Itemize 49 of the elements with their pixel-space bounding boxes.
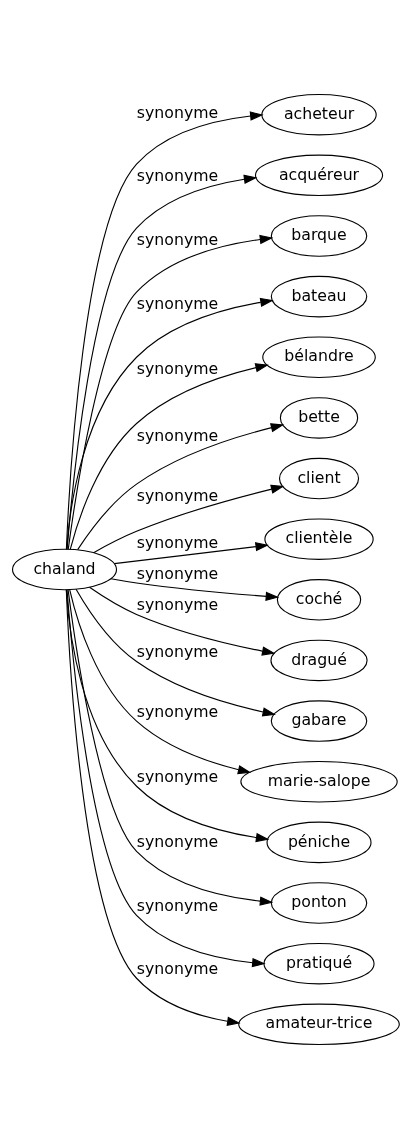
node-ellipse: bette: [279, 397, 359, 439]
edge-label: synonyme: [136, 486, 219, 506]
arrow: [65, 111, 264, 550]
node-ellipse: ponton: [270, 882, 368, 924]
edge-label: synonyme: [136, 563, 219, 583]
edge-label: synonyme: [136, 103, 219, 123]
node-ellipse: chaland: [11, 548, 118, 591]
node-ellipse: bélandre: [262, 336, 376, 379]
edge-label: synonyme: [136, 294, 219, 314]
node-ellipse: pratiqué: [263, 942, 375, 985]
edge-label: synonyme: [136, 701, 219, 721]
edge-label: synonyme: [136, 425, 219, 445]
edge-label: synonyme: [136, 166, 219, 186]
arrow: [69, 589, 252, 775]
arrow: [113, 542, 269, 565]
edge-label: synonyme: [136, 359, 219, 379]
arrow: [77, 423, 285, 551]
arrow: [88, 586, 276, 656]
node-ellipse: marie-salope: [240, 760, 398, 803]
node-ellipse: clientèle: [264, 518, 374, 560]
edge-label: synonyme: [136, 766, 219, 786]
arrow: [67, 589, 274, 906]
arrow: [66, 589, 266, 968]
edge-label: synonyme: [136, 896, 219, 916]
edge-label: synonyme: [136, 230, 219, 250]
edge-label: synonyme: [136, 832, 219, 852]
arrow: [66, 174, 258, 550]
node-ellipse: dragué: [270, 639, 368, 682]
node-ellipse: gabare: [270, 700, 368, 742]
node-ellipse: amateur-trice: [238, 1003, 400, 1046]
arrow: [67, 234, 274, 550]
node-ellipse: péniche: [266, 821, 372, 864]
node-ellipse: client: [278, 457, 360, 500]
arrow: [93, 484, 285, 554]
node-ellipse: coché: [276, 579, 362, 621]
arrow: [65, 589, 270, 843]
node-ellipse: acquéreur: [254, 154, 384, 197]
edge-label: synonyme: [136, 958, 219, 978]
edge-label: synonyme: [136, 595, 219, 615]
node-ellipse: barque: [270, 215, 368, 257]
node-ellipse: acheteur: [261, 93, 377, 136]
arrow: [110, 578, 280, 601]
edge-label: synonyme: [136, 642, 219, 662]
arrow: [75, 588, 276, 717]
edge-label: synonyme: [136, 533, 219, 553]
arrow: [65, 589, 241, 1026]
arrow: [69, 363, 269, 550]
arrow: [66, 297, 274, 550]
node-ellipse: bateau: [270, 275, 368, 318]
